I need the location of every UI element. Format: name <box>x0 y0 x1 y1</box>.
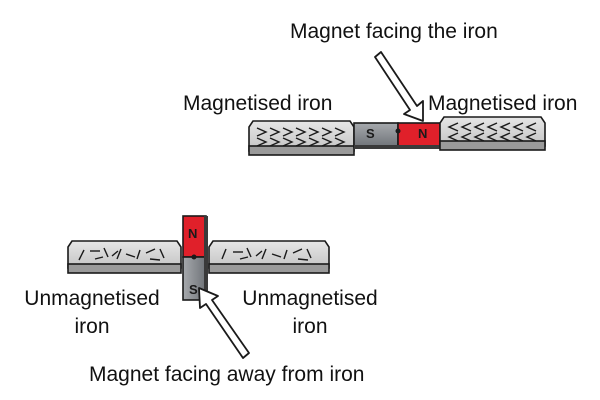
top-arrow-label: Magnet facing the iron <box>290 20 498 43</box>
top-right-iron-bar <box>439 116 546 151</box>
top-left-iron-bar <box>248 120 355 156</box>
top-magnet-s-pole: S <box>366 126 375 141</box>
bottom-magnet-n-pole: N <box>188 226 197 241</box>
bottom-pointer-arrow <box>198 287 250 359</box>
bottom-left-iron-label: Unmagnetised iron <box>8 287 176 339</box>
bottom-magnet-s-pole: S <box>189 282 198 297</box>
aligned-domain-marks <box>256 127 346 147</box>
bottom-right-iron-bar <box>208 240 330 274</box>
random-domain-marks <box>221 247 312 261</box>
bottom-right-iron-label: Unmagnetised iron <box>226 287 394 339</box>
top-pointer-arrow <box>374 51 424 122</box>
bottom-right-label-line2: iron <box>292 315 328 338</box>
bottom-left-label-line1: Unmagnetised <box>24 287 160 310</box>
bottom-magnet: N S <box>182 215 208 301</box>
aligned-domain-marks <box>447 122 537 142</box>
bottom-left-iron-bar <box>67 240 182 274</box>
bottom-right-label-line1: Unmagnetised <box>242 287 378 310</box>
bottom-left-label-line2: iron <box>74 315 110 338</box>
top-right-iron-label: Magnetised iron <box>428 92 578 115</box>
random-domain-marks <box>78 247 165 261</box>
bottom-arrow-label: Magnet facing away from iron <box>89 363 365 386</box>
top-left-iron-label: Magnetised iron <box>183 92 333 115</box>
top-magnet: S N <box>353 122 441 149</box>
top-magnet-n-pole: N <box>418 126 427 141</box>
